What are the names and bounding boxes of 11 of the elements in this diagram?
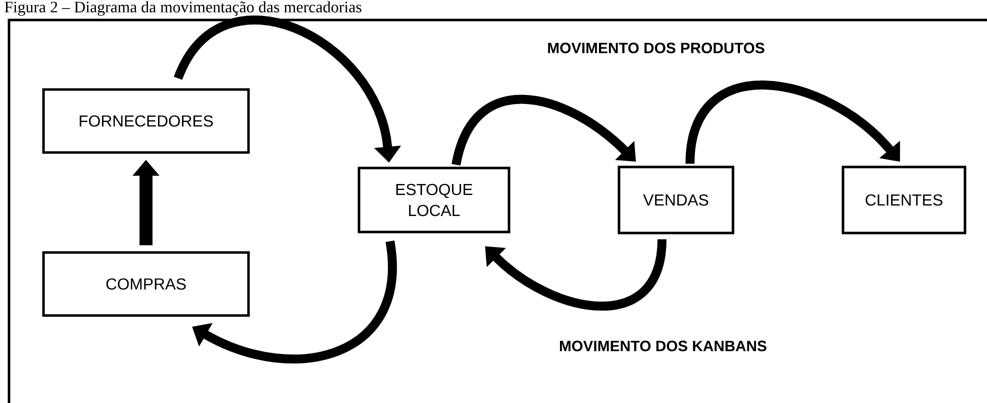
section-label: MOVIMENTO DOS KANBANS — [560, 340, 766, 352]
figure-title: Figura 2 – Diagrama da movimentação das mercadorias — [4, 1, 362, 16]
curved-arrow — [452, 94, 636, 166]
process-box: ESTOQUE LOCAL — [358, 166, 510, 234]
process-box: VENDAS — [618, 166, 734, 234]
curved-arrow — [485, 238, 666, 311]
section-label: MOVIMENTO DOS PRODUTOS — [548, 42, 764, 54]
process-box: COMPRAS — [42, 251, 250, 317]
process-box: FORNECEDORES — [42, 88, 250, 154]
curved-arrow — [686, 80, 900, 164]
process-box: CLIENTES — [842, 166, 966, 234]
